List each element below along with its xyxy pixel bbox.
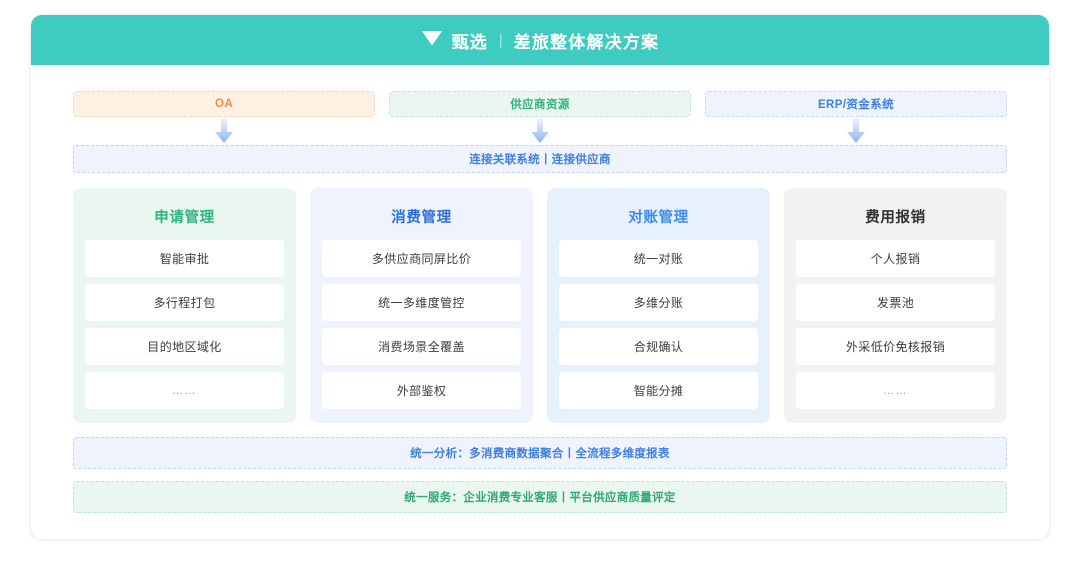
unified-analysis-bar[interactable]: 统一分析：多消费商数据聚合丨全流程多维度报表 [73, 437, 1007, 469]
feature-item[interactable]: 目的地区域化 [85, 328, 284, 365]
connector-bar[interactable]: 连接关联系统丨连接供应商 [73, 145, 1007, 173]
feature-item[interactable]: 合规确认 [559, 328, 758, 365]
column-title: 消费管理 [391, 210, 452, 226]
arrow-cell-oa [73, 117, 375, 145]
column-title: 对账管理 [628, 210, 689, 226]
feature-item[interactable]: 统一多维度管控 [322, 284, 521, 321]
unified-service-bar[interactable]: 统一服务：企业消费专业客服丨平台供应商质量评定 [73, 481, 1007, 513]
arrow-down-icon [531, 118, 549, 143]
feature-item[interactable]: 智能审批 [85, 240, 284, 277]
brand-name: 甄选 [451, 32, 488, 52]
feature-item-more[interactable]: …… [85, 372, 284, 409]
solution-diagram-card: 甄选 | 差旅整体解决方案 OA 供应商资源 ERP/资金系统 [30, 14, 1050, 540]
diagram-body: OA 供应商资源 ERP/资金系统 [31, 65, 1049, 539]
feature-column-reconciliation-management: 对账管理 统一对账 多维分账 合规确认 智能分摊 [547, 188, 770, 423]
arrow-cell-supplier [389, 117, 691, 145]
column-title: 费用报销 [865, 210, 926, 226]
column-title: 申请管理 [154, 210, 215, 226]
arrow-down-icon [847, 118, 865, 143]
source-box-supplier-resources[interactable]: 供应商资源 [389, 91, 691, 117]
feature-item-more[interactable]: …… [796, 372, 995, 409]
feature-column-consumption-management: 消费管理 多供应商同屏比价 统一多维度管控 消费场景全覆盖 外部鉴权 [310, 188, 533, 423]
feature-item[interactable]: 多行程打包 [85, 284, 284, 321]
page-title: 差旅整体解决方案 [513, 32, 660, 52]
feature-item[interactable]: 消费场景全覆盖 [322, 328, 521, 365]
arrow-down-icon [215, 118, 233, 143]
diagram-header: 甄选 | 差旅整体解决方案 [31, 15, 1049, 65]
arrow-cell-erp [705, 117, 1007, 145]
header-separator: | [498, 31, 503, 49]
source-box-oa[interactable]: OA [73, 91, 375, 117]
feature-item[interactable]: 多维分账 [559, 284, 758, 321]
feature-columns: 申请管理 智能审批 多行程打包 目的地区域化 …… 消费管理 多供应商同屏比价 … [73, 188, 1007, 423]
feature-column-expense-reimbursement: 费用报销 个人报销 发票池 外采低价免核报销 …… [784, 188, 1007, 423]
feature-item[interactable]: 统一对账 [559, 240, 758, 277]
source-box-erp-finance[interactable]: ERP/资金系统 [705, 91, 1007, 117]
feature-item[interactable]: 发票池 [796, 284, 995, 321]
check-v-logo-icon [421, 29, 443, 52]
feature-item[interactable]: 外采低价免核报销 [796, 328, 995, 365]
feature-item[interactable]: 外部鉴权 [322, 372, 521, 409]
source-systems-row: OA 供应商资源 ERP/资金系统 [73, 91, 1007, 117]
feature-item[interactable]: 多供应商同屏比价 [322, 240, 521, 277]
feature-column-application-management: 申请管理 智能审批 多行程打包 目的地区域化 …… [73, 188, 296, 423]
feature-item[interactable]: 智能分摊 [559, 372, 758, 409]
arrows-row [73, 117, 1007, 145]
feature-item[interactable]: 个人报销 [796, 240, 995, 277]
